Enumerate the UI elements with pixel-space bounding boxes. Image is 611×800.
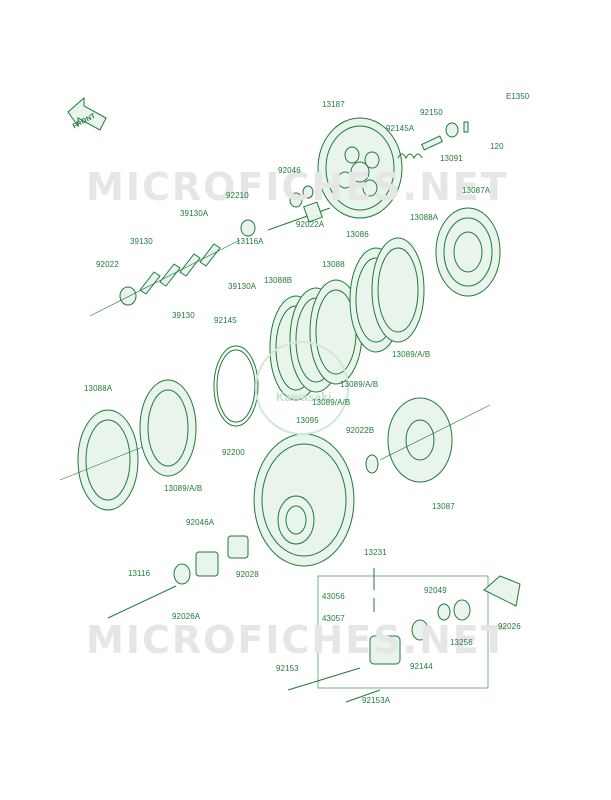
- part-label-92210: 92210: [226, 191, 249, 200]
- part-label-13187: 13187: [322, 100, 345, 109]
- part-label-92022A: 92022A: [296, 220, 325, 229]
- part-label-92144: 92144: [410, 662, 433, 671]
- part-label-92200: 92200: [222, 448, 245, 457]
- part-label-92022: 92022: [96, 260, 119, 269]
- part-label-13087A: 13087A: [462, 186, 491, 195]
- part-label-92026A: 92026A: [172, 612, 201, 621]
- clutch-shaft: [107, 585, 177, 619]
- part-label-43057: 43057: [322, 614, 345, 623]
- part-label-13089-1: 13089/A/B: [392, 350, 431, 359]
- pressure-plate: [317, 117, 403, 219]
- front-arrow-icon: [67, 96, 107, 131]
- part-label-92145: 92145: [214, 316, 237, 325]
- part-label-43056: 43056: [322, 592, 345, 601]
- spring-and-bolt: [397, 121, 469, 160]
- needle-bearing: [173, 535, 249, 585]
- clutch-hub-upper: [435, 207, 501, 297]
- part-label-13095: 13095: [296, 416, 319, 425]
- part-label-13089-2: 13089/A/B: [340, 380, 379, 389]
- part-label-39130-bottom: 39130: [172, 311, 195, 320]
- part-label-13116A: 13116A: [236, 237, 264, 246]
- part-label-13089-3: 13089/A/B: [312, 398, 351, 407]
- part-label-92046A: 92046A: [186, 518, 215, 527]
- push-rod-assembly: [240, 185, 331, 237]
- part-label-13088A-top: 13088A: [410, 213, 439, 222]
- brand-watermark-icon: [255, 341, 349, 435]
- part-label-39130A-top: 39130A: [180, 209, 209, 218]
- part-label-13088: 13088: [322, 260, 345, 269]
- part-label-13256: 13256: [450, 638, 473, 647]
- diagram-code: E1350: [506, 92, 530, 101]
- spring-washers: [89, 239, 241, 317]
- watermark-top: MICROFICHES.NET: [86, 165, 509, 209]
- part-label-92049: 92049: [424, 586, 447, 595]
- part-label-13091: 13091: [440, 154, 463, 163]
- part-label-13088A-left: 13088A: [84, 384, 113, 393]
- release-mechanism: [287, 568, 521, 703]
- wire-ring: [213, 345, 259, 427]
- part-label-13231: 13231: [364, 548, 387, 557]
- part-label-92026: 92026: [498, 622, 521, 631]
- part-label-92153: 92153: [276, 664, 299, 673]
- part-label-13116: 13116: [128, 569, 151, 578]
- part-label-39130-top: 39130: [130, 237, 153, 246]
- clutch-housing: [253, 433, 355, 567]
- brand-label: Kawasaki: [276, 390, 332, 404]
- part-label-92028: 92028: [236, 570, 259, 579]
- part-label-92153A: 92153A: [362, 696, 391, 705]
- part-label-92150: 92150: [420, 108, 443, 117]
- clutch-plate-stack: [269, 237, 425, 401]
- part-label-13089-4: 13089/A/B: [164, 484, 203, 493]
- part-label-92145A: 92145A: [386, 124, 415, 133]
- part-label-92022B: 92022B: [346, 426, 375, 435]
- steel-plate-left: [139, 379, 197, 477]
- thrust-washer: [365, 454, 379, 474]
- clutch-hub-lower: [379, 397, 491, 483]
- part-label-39130A-bottom: 39130A: [228, 282, 257, 291]
- watermark-bottom: MICROFICHES.NET: [86, 618, 509, 662]
- part-label-92046: 92046: [278, 166, 301, 175]
- part-label-13087: 13087: [432, 502, 455, 511]
- part-label-13086: 13086: [346, 230, 369, 239]
- part-label-120: 120: [490, 142, 504, 151]
- part-label-13088B: 13088B: [264, 276, 293, 285]
